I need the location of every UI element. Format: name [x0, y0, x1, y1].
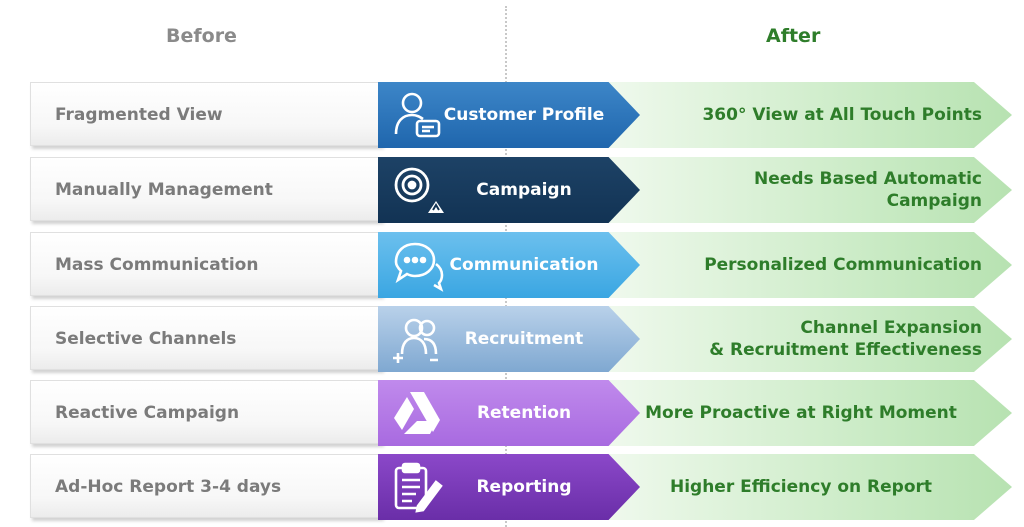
- comparison-row: Selective Channels Channel Expansion & Re…: [0, 306, 1024, 374]
- before-text: Ad-Hoc Report 3-4 days: [55, 477, 282, 497]
- before-box: Manually Management: [30, 157, 382, 221]
- before-box: Ad-Hoc Report 3-4 days: [30, 454, 382, 518]
- customer-profile-icon: [390, 88, 444, 142]
- comparison-row: Ad-Hoc Report 3-4 days Higher Efficiency …: [0, 454, 1024, 522]
- comparison-row: Mass Communication Personalized Communica…: [0, 232, 1024, 300]
- before-box: Reactive Campaign: [30, 380, 382, 444]
- comparison-row: Fragmented View 360° View at All Touch Po…: [0, 82, 1024, 150]
- before-text: Selective Channels: [55, 329, 237, 349]
- after-text: Channel Expansion & Recruitment Effectiv…: [709, 318, 982, 360]
- before-box: Fragmented View: [30, 82, 382, 146]
- after-text: Needs Based Automatic Campaign: [754, 169, 982, 211]
- capability-arrow: Campaign: [378, 157, 640, 223]
- capability-label: Recruitment: [464, 329, 584, 349]
- capability-arrow: Customer Profile: [378, 82, 640, 148]
- after-text: More Proactive at Right Moment: [645, 403, 957, 423]
- capability-label: Communication: [449, 255, 599, 275]
- after-header: After: [766, 25, 821, 47]
- before-text: Mass Communication: [55, 255, 259, 275]
- retention-icon: [390, 386, 444, 440]
- capability-arrow: Communication: [378, 232, 640, 298]
- before-header: Before: [166, 25, 237, 47]
- before-text: Reactive Campaign: [55, 403, 240, 423]
- comparison-row: Reactive Campaign More Proactive at Right…: [0, 380, 1024, 448]
- comparison-row: Manually Management Needs Based Automatic…: [0, 157, 1024, 225]
- recruitment-icon: [390, 312, 444, 366]
- before-text: Manually Management: [55, 180, 273, 200]
- after-text: Higher Efficiency on Report: [669, 477, 933, 497]
- capability-label: Customer Profile: [443, 105, 605, 125]
- before-box: Mass Communication: [30, 232, 382, 296]
- after-text: Personalized Communication: [704, 255, 982, 275]
- capability-label: Campaign: [476, 180, 572, 200]
- capability-arrow: Reporting: [378, 454, 640, 520]
- capability-arrow: Retention: [378, 380, 640, 446]
- after-text: 360° View at All Touch Points: [702, 105, 982, 125]
- target-icon: [390, 163, 444, 217]
- report-icon: [390, 460, 444, 514]
- capability-label: Retention: [476, 403, 572, 423]
- before-box: Selective Channels: [30, 306, 382, 370]
- capability-label: Reporting: [476, 477, 572, 497]
- before-text: Fragmented View: [55, 105, 223, 125]
- chat-bubbles-icon: [390, 238, 444, 292]
- capability-arrow: Recruitment: [378, 306, 640, 372]
